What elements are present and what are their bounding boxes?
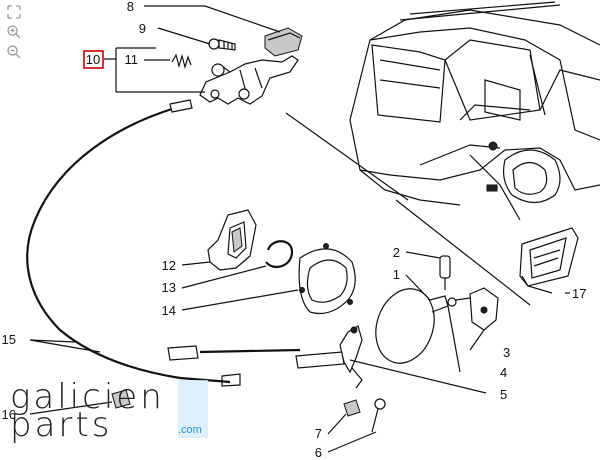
watermark-line1: galicien: [10, 377, 165, 417]
car-illustration: [285, 1, 600, 306]
label-17[interactable]: 17: [572, 286, 586, 301]
part-14-housing: [298, 243, 356, 315]
label-14[interactable]: 14: [162, 303, 176, 318]
label-3[interactable]: 3: [503, 345, 510, 360]
label-16[interactable]: 16: [2, 407, 16, 422]
part-1-fuel-door: [375, 288, 449, 364]
fit-screen-icon: [7, 5, 21, 19]
fit-screen-button[interactable]: [6, 4, 22, 20]
part-9-bolt: [208, 38, 236, 51]
leader-lines: [29, 5, 553, 453]
part-4-screw: [447, 297, 471, 307]
part-12-bracket: [207, 209, 257, 271]
zoom-in-icon: [7, 25, 21, 39]
label-2[interactable]: 2: [393, 245, 400, 260]
label-11[interactable]: 11: [125, 52, 139, 67]
part-13-ring: [265, 240, 294, 269]
label-13[interactable]: 13: [162, 280, 176, 295]
part-6-screw: [371, 398, 386, 433]
part-labels: 8 9 10 11 12 13 14 2 1 3 4 5 15 16 7 6 1…: [2, 0, 587, 460]
watermark-accent-block: [178, 380, 208, 438]
part-11-spring: [171, 53, 192, 70]
label-8[interactable]: 8: [127, 0, 134, 14]
zoom-out-icon: [7, 45, 21, 59]
zoom-in-button[interactable]: [6, 24, 22, 40]
label-7[interactable]: 7: [315, 426, 322, 441]
part-3-hinge: [469, 287, 499, 331]
part-17-frame: [519, 227, 579, 287]
part-8-knob: [264, 27, 303, 57]
watermark-line2: parts: [10, 405, 113, 445]
lock-mechanism: [199, 55, 299, 105]
label-4[interactable]: 4: [500, 365, 507, 380]
part-5-actuator: [167, 325, 363, 389]
selected-label-highlight: [83, 50, 104, 69]
part-16-clip: [111, 389, 131, 409]
label-5[interactable]: 5: [500, 387, 507, 402]
part-2-pin: [439, 255, 451, 290]
watermark-suffix: .com: [178, 424, 202, 436]
label-6[interactable]: 6: [315, 445, 322, 460]
label-10[interactable]: 10: [86, 52, 100, 67]
label-9[interactable]: 9: [139, 21, 146, 36]
part-7-clip: [343, 399, 361, 417]
label-12[interactable]: 12: [162, 258, 176, 273]
label-1[interactable]: 1: [393, 267, 400, 282]
part-15-cable: [26, 99, 241, 387]
label-15[interactable]: 15: [2, 332, 16, 347]
zoom-out-button[interactable]: [6, 44, 22, 60]
